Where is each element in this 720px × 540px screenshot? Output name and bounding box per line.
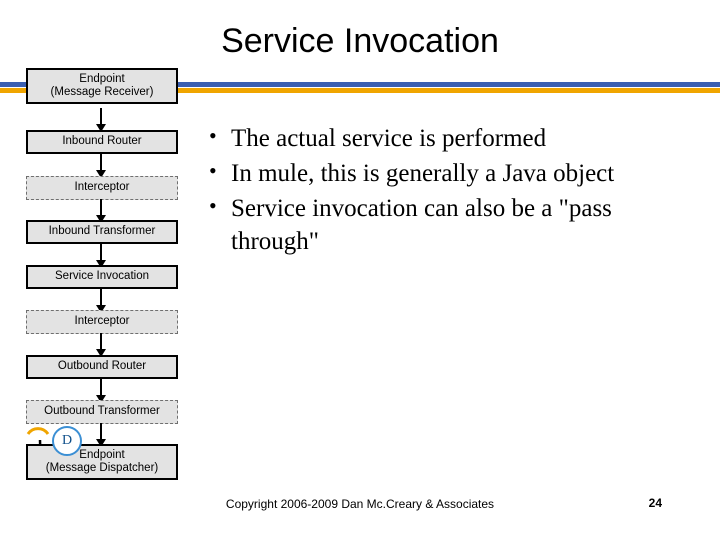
flow-node-service-invocation[interactable]: Service Invocation	[26, 265, 178, 289]
flow-node-label: Outbound Transformer	[44, 405, 160, 417]
list-item: Service invocation can also be a "pass t…	[205, 191, 625, 258]
flow-arrow-5	[96, 289, 106, 313]
flow-node-interceptor-out[interactable]: Interceptor	[26, 310, 178, 334]
flow-diagram: Endpoint (Message Receiver) Inbound Rout…	[18, 68, 178, 498]
dispatch-marker-circle[interactable]: D	[52, 426, 82, 456]
flow-arrow-1	[96, 108, 106, 132]
flow-arrow-2	[96, 154, 106, 178]
flow-arrow-8	[96, 423, 106, 447]
flow-arrow-4	[96, 244, 106, 268]
flow-node-outbound-transformer[interactable]: Outbound Transformer	[26, 400, 178, 424]
flow-node-inbound-router[interactable]: Inbound Router	[26, 130, 178, 154]
flow-node-sublabel: (Message Dispatcher)	[45, 461, 159, 474]
flow-arrow-7	[96, 379, 106, 403]
flow-node-interceptor-in[interactable]: Interceptor	[26, 176, 178, 200]
page-title: Service Invocation	[221, 22, 499, 60]
header-rule-gold	[0, 88, 720, 93]
flow-node-label: Service Invocation	[55, 270, 149, 282]
list-item: The actual service is performed	[205, 121, 625, 155]
bullet-list-container: The actual service is performed In mule,…	[205, 121, 625, 260]
flow-node-label: Endpoint	[79, 449, 125, 461]
flow-node-label: Inbound Router	[62, 135, 142, 147]
flow-node-label: Inbound Transformer	[48, 225, 156, 237]
flow-arrow-6	[96, 333, 106, 357]
flow-node-endpoint-dispatcher[interactable]: Endpoint (Message Dispatcher)	[26, 444, 178, 480]
header-rule-blue	[0, 82, 720, 87]
flow-node-outbound-router[interactable]: Outbound Router	[26, 355, 178, 379]
flow-node-label: Interceptor	[74, 315, 130, 327]
flow-node-label: Endpoint	[79, 73, 125, 85]
bullet-list: The actual service is performed In mule,…	[205, 121, 625, 258]
copyright-text: Copyright 2006-2009 Dan Mc.Creary & Asso…	[225, 497, 495, 511]
flow-node-endpoint-receiver[interactable]: Endpoint (Message Receiver)	[26, 68, 178, 104]
list-item: In mule, this is generally a Java object	[205, 156, 625, 190]
flow-node-label: Interceptor	[74, 181, 130, 193]
flow-node-inbound-transformer[interactable]: Inbound Transformer	[26, 220, 178, 244]
flow-node-sublabel: (Message Receiver)	[50, 85, 154, 98]
flow-arrow-3	[96, 199, 106, 223]
page-number: 24	[648, 496, 662, 510]
flow-node-label: Outbound Router	[57, 360, 147, 372]
